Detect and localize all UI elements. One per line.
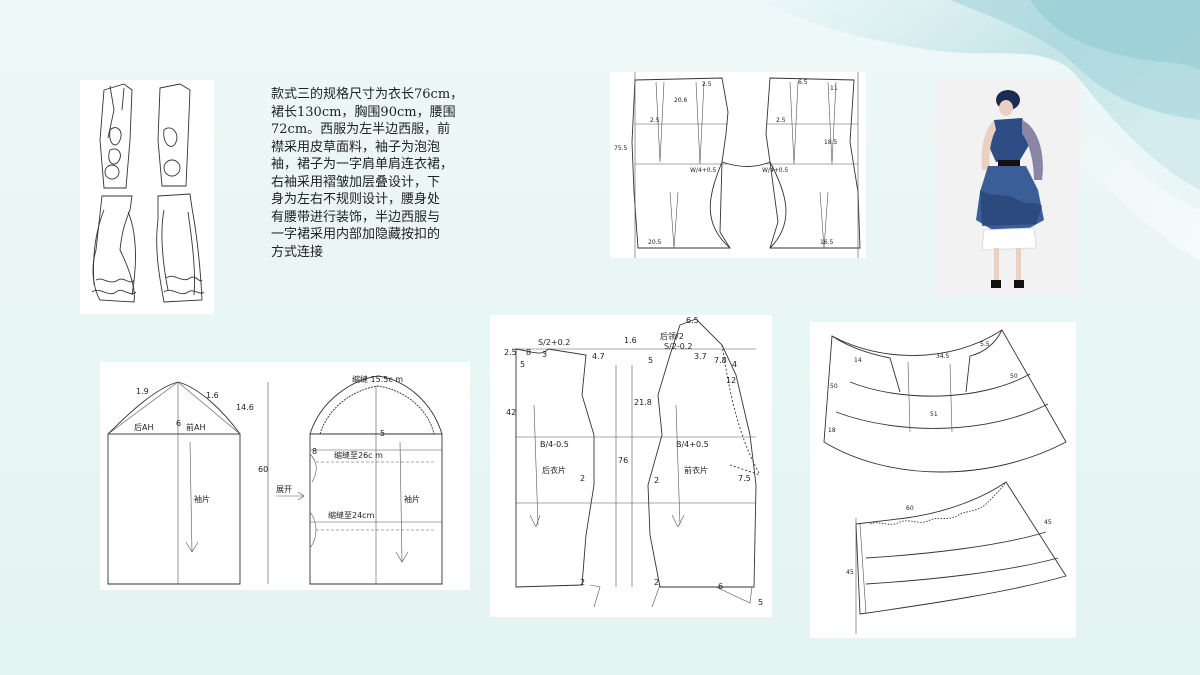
label-5a: 5: [520, 360, 525, 369]
description-line: 裙长130cm，胸围90cm，腰围: [271, 104, 456, 120]
label-2c: 2: [580, 578, 585, 587]
sleeve-pattern-panel: 1.9 1.6 14.6 6 后AH 前AH 60 袖片 展开 缩缝 15.5c…: [100, 362, 470, 590]
label-5b: 5: [648, 356, 653, 365]
label-2-5: 2.5: [702, 81, 712, 88]
description-line: 袖，裙子为一字肩单肩连衣裙，: [271, 157, 454, 172]
label-5c: 5: [758, 598, 763, 607]
sleeve-pattern: 1.9 1.6 14.6 6 后AH 前AH 60 袖片 展开 缩缝 15.5c…: [107, 374, 443, 585]
description-line: 方式连接: [271, 244, 324, 260]
skirt-pattern-panel: 14 5.5 34.5 50 50 51 18 60 45 45: [810, 322, 1076, 638]
label-shirr-24: 缩缝至24cm: [328, 510, 375, 520]
label-6: 6: [718, 582, 723, 591]
label-3: 3: [542, 350, 547, 359]
label-4-7: 4.7: [592, 352, 605, 361]
label-w4-a: W/4+0.5: [690, 167, 717, 174]
label-front-ah: 前AH: [186, 422, 206, 432]
label-51: 51: [930, 411, 938, 418]
label-18: 18: [828, 427, 836, 434]
label-12: 12: [726, 376, 736, 385]
label-6-5: 6.5: [798, 79, 808, 86]
label-14-6: 14.6: [236, 403, 254, 412]
description-line: 款式三的规格尺寸为衣长76cm，: [271, 87, 464, 102]
fashion-sketch: [91, 83, 205, 303]
label-2-5-b: 2.5: [776, 117, 786, 124]
label-16-5: 16.5: [820, 239, 834, 246]
label-b4-05a: B/4-0.5: [540, 440, 569, 449]
label-2d: 2: [654, 578, 659, 587]
label-6-5: 6.5: [686, 316, 699, 325]
label-5-5: 5.5: [980, 341, 990, 348]
dress-top-pattern-panel: 2.5 6.5 20.6 75.5 11 18.5 W/4+0.5 W/4+0.…: [610, 72, 866, 258]
label-1-6: 1.6: [206, 391, 219, 400]
label-shirr-26: 缩缝至26c m: [334, 450, 383, 460]
label-sleeve-piece-a: 袖片: [194, 494, 210, 504]
label-5: 5: [380, 429, 385, 438]
bodice-pattern-panel: S/2+0.2 1.6 后领/2 S/2-0.2 6.5 2.5 8 3 4.7…: [490, 315, 772, 617]
label-50a: 50: [830, 383, 838, 390]
description-line: 襟采用皮草面料，袖子为泡泡: [271, 139, 441, 155]
label-2-5: 2.5: [504, 348, 517, 357]
label-2-5-a: 2.5: [650, 117, 660, 124]
label-60: 60: [258, 465, 268, 474]
fashion-sketch-panel: [80, 80, 214, 314]
label-2b: 2: [654, 476, 659, 485]
label-back-piece: 后衣片: [542, 465, 566, 475]
background-wave: [760, 0, 1200, 260]
label-6: 6: [176, 419, 181, 428]
description-line: 一字裙采用内部加隐藏按扣的: [271, 227, 441, 242]
style-description: 款式三的规格尺寸为衣长76cm， 裙长130cm，胸围90cm，腰围 72cm。…: [271, 86, 483, 261]
bodice-pattern: S/2+0.2 1.6 后领/2 S/2-0.2 6.5 2.5 8 3 4.7…: [504, 316, 763, 608]
label-34-5: 34.5: [936, 353, 950, 360]
label-s2-02: S/2+0.2: [538, 338, 570, 347]
label-back-collar: 后领/2: [660, 331, 684, 341]
label-1-9: 1.9: [136, 387, 149, 396]
description-line: 有腰带进行装饰，半边西服与: [271, 209, 441, 225]
label-expand: 展开: [276, 485, 292, 494]
label-s2-02-neg: S/2-0.2: [664, 342, 692, 351]
description-line: 身为左右不规则设计，腰身处: [271, 192, 441, 207]
label-45b: 45: [1044, 519, 1052, 526]
label-7-5: 7.5: [738, 474, 751, 483]
label-shirr-15: 缩缝 15.5c m: [352, 374, 403, 384]
label-75-5: 75.5: [614, 145, 628, 152]
description-line: 72cm。西服为左半边西服，前: [271, 122, 451, 137]
label-b4-05b: B/4+0.5: [676, 440, 709, 449]
label-front-piece: 前衣片: [684, 465, 708, 475]
label-20-6: 20.6: [674, 97, 688, 104]
dress-top-pattern: 2.5 6.5 20.6 75.5 11 18.5 W/4+0.5 W/4+0.…: [614, 72, 861, 258]
label-11: 11: [830, 85, 838, 92]
label-sleeve-piece-b: 袖片: [404, 494, 420, 504]
skirt-pattern: 14 5.5 34.5 50 50 51 18 60 45 45: [823, 329, 1067, 634]
label-14: 14: [854, 357, 862, 364]
label-8: 8: [526, 348, 531, 357]
label-50b: 50: [1010, 373, 1018, 380]
label-1-6: 1.6: [624, 336, 637, 345]
label-3-7: 3.7: [694, 352, 707, 361]
model-photo: [936, 80, 1080, 295]
label-2a: 2: [580, 474, 585, 483]
label-42: 42: [506, 408, 516, 417]
label-back-ah: 后AH: [134, 422, 154, 432]
description-line: 右袖采用褶皱加层叠设计，下: [271, 174, 441, 190]
label-18-5: 18.5: [824, 139, 838, 146]
label-45a: 45: [846, 569, 854, 576]
model-photo-illustration: [936, 80, 1080, 295]
label-7-8: 7.8: [714, 356, 727, 365]
label-20-5: 20.5: [648, 239, 662, 246]
label-76: 76: [618, 456, 628, 465]
label-21-8: 21.8: [634, 398, 652, 407]
label-60: 60: [906, 505, 914, 512]
label-w4-b: W/4+0.5: [762, 167, 789, 174]
label-4: 4: [732, 360, 737, 369]
label-8: 8: [312, 447, 317, 456]
